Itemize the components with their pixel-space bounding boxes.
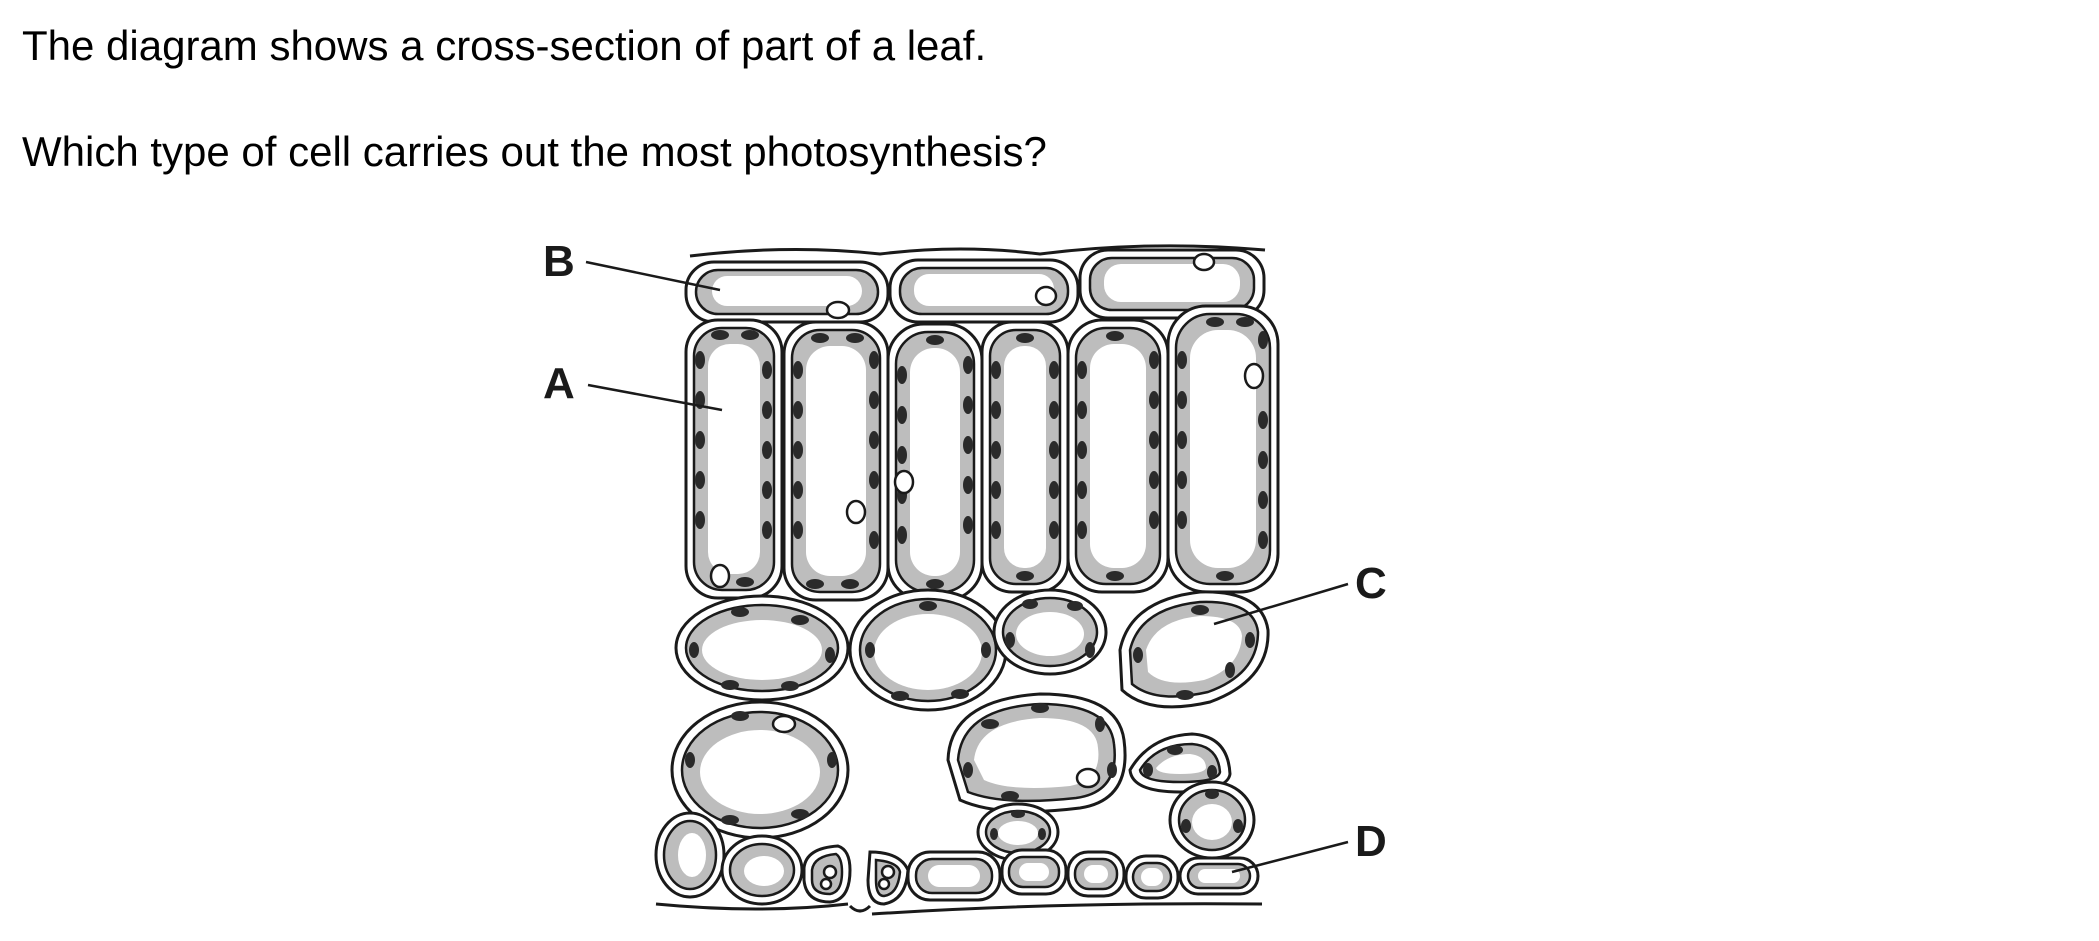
spongy-mesophyll [670,588,1270,862]
lower-epidermis-cell [1066,850,1126,898]
palisade-layer [684,304,1280,602]
leader-line-d [1231,840,1349,874]
spongy-cell [1118,590,1270,709]
lower-epidermis-cell [1178,856,1260,896]
lower-epidermis-cell [906,850,1002,902]
palisade-cell [782,320,890,602]
spongy-cell [946,692,1127,814]
label-d: D [1231,817,1387,874]
question-prompt: Which type of cell carries out the most … [22,128,1047,175]
spongy-cell [1168,780,1256,860]
palisade-cell [886,322,984,602]
epidermis-cell [1078,248,1266,320]
palisade-cell [980,320,1070,594]
label-d-text: D [1355,817,1387,866]
leader-line-c [1213,582,1349,626]
label-b-text: B [543,237,575,286]
guard-cell [802,844,852,904]
spongy-cell [848,588,1008,712]
label-a-text: A [543,359,575,408]
leader-line-b [585,260,721,292]
epidermis-cell [888,258,1080,324]
lower-epidermis-cell [1124,854,1180,900]
palisade-cell [1066,318,1170,594]
stoma-pore [848,904,872,913]
lower-epidermis-cell [654,811,726,899]
spongy-cell [670,700,850,840]
leader-line-a [587,383,723,412]
cuticle [689,244,1266,258]
upper-epidermis [684,248,1266,324]
lower-epidermis-cell [1000,848,1068,896]
palisade-cell [684,318,784,600]
spongy-cell [992,588,1108,676]
epidermis-cell [684,260,890,324]
label-c: C [1213,559,1387,626]
label-a: A [543,359,723,412]
lower-epidermis [654,811,1263,916]
lower-epidermis-cell [720,834,804,906]
lower-cuticle [655,902,1263,916]
label-b: B [543,237,721,292]
guard-cell [866,850,910,906]
spongy-cell [1128,732,1232,794]
label-c-text: C [1355,559,1387,608]
palisade-cell [1166,304,1280,594]
question-stem: The diagram shows a cross-section of par… [22,22,987,69]
spongy-cell [674,594,850,702]
